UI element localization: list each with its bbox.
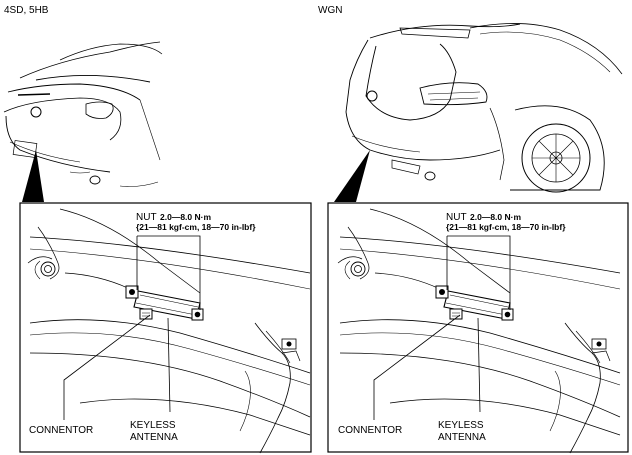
sedan-torque-nm: 2.0—8.0 N·m xyxy=(160,212,211,222)
variant-label-sedan: 4SD, 5HB xyxy=(4,5,49,16)
wagon-antenna-label: ANTENNA xyxy=(438,432,486,443)
sedan-keyless-label: KEYLESS xyxy=(130,420,176,431)
wagon-leader-lines xyxy=(373,235,511,420)
sedan-nut-label: NUT xyxy=(136,212,157,223)
sedan-detail-frame xyxy=(19,202,312,453)
wagon-connector-label: CONNENTOR xyxy=(338,425,402,436)
wagon-rear-view xyxy=(345,22,623,193)
variant-label-wagon: WGN xyxy=(318,5,343,16)
sedan-torque-alt-units: {21—81 kgf-cm, 18—70 in-lbf} xyxy=(136,222,256,232)
sedan-leader-lines xyxy=(63,235,201,420)
sedan-rear-view xyxy=(3,41,163,188)
wagon-nut-label: NUT xyxy=(446,212,467,223)
sedan-antenna-label: ANTENNA xyxy=(130,432,178,443)
wagon-torque-alt-units: {21—81 kgf-cm, 18—70 in-lbf} xyxy=(446,222,566,232)
wagon-zoom-pointer xyxy=(334,150,370,202)
wagon-keyless-label: KEYLESS xyxy=(438,420,484,431)
wagon-torque-nm: 2.0—8.0 N·m xyxy=(470,212,521,222)
sedan-zoom-pointer xyxy=(22,150,44,202)
sedan-connector-label: CONNENTOR xyxy=(29,425,93,436)
